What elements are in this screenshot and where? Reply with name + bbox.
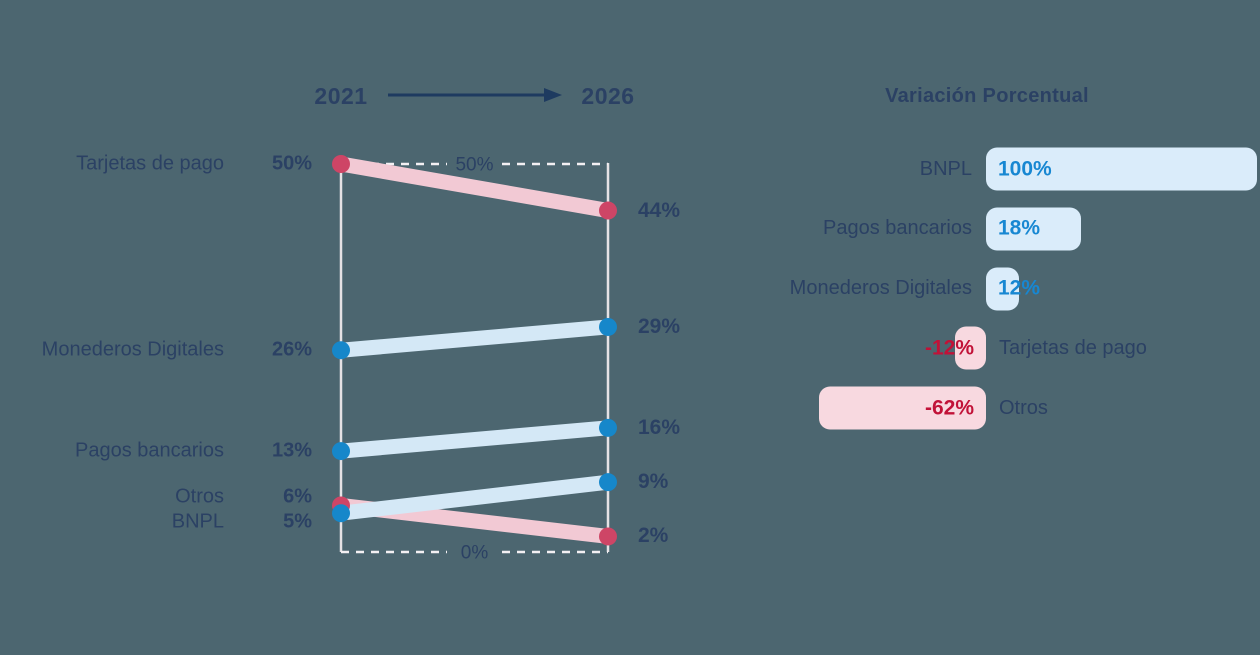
arrow-icon [388, 88, 562, 102]
category-name: Tarjetas de pago [76, 152, 224, 175]
variation-row-tarjetas-de-pago: Tarjetas de pago -12% [0, 326, 1260, 370]
variation-title: Variación Porcentual [885, 85, 1089, 107]
variation-label: Otros [999, 396, 1048, 419]
end-dot-bnpl [599, 473, 617, 492]
variation-label: Monederos Digitales [789, 277, 972, 299]
slope-line-pagos-bancarios [340, 420, 609, 459]
start-dot-bnpl [332, 504, 350, 523]
slope-line-monederos-digitales [340, 319, 609, 358]
category-row-monederos-digitales: Monederos Digitales 26% [0, 339, 312, 362]
slope-line-bnpl [340, 474, 609, 521]
end-dot-monederos-digitales [599, 317, 617, 336]
category-row-otros: Otros 6% [0, 485, 312, 508]
variation-bar-tarjetas-de-pago [955, 326, 986, 370]
variation-row-monederos-digitales: Monederos Digitales 12% [0, 267, 1260, 310]
category-name: Pagos bancarios [75, 439, 224, 462]
end-value-monederos-digitales: 29% [638, 314, 681, 338]
variation-row-otros: Otros -62% [0, 386, 1260, 430]
year-start-label: 2021 [314, 83, 368, 109]
variation-bar-monederos-digitales [986, 267, 1019, 310]
slope-line-tarjetas-de-pago [339, 156, 610, 218]
variation-label: Tarjetas de pago [999, 336, 1147, 359]
variation-row-pagos-bancarios: Pagos bancarios 18% [0, 207, 1260, 251]
end-dot-pagos-bancarios [599, 418, 617, 437]
category-start-value: 6% [283, 485, 312, 508]
gridline-label-bottom: 0% [461, 543, 489, 564]
variation-value: -62% [924, 396, 974, 419]
start-dot-pagos-bancarios [332, 442, 350, 461]
start-dot-monederos-digitales [332, 341, 350, 360]
variation-label: BNPL [919, 157, 972, 180]
end-value-bnpl: 9% [638, 470, 669, 494]
category-name: Monederos Digitales [41, 338, 224, 361]
end-value-otros: 2% [638, 524, 669, 548]
category-start-value: 13% [271, 439, 312, 462]
category-start-value: 5% [283, 510, 312, 533]
variation-bar-otros [819, 386, 986, 430]
variation-row-bnpl: BNPL 100% [0, 147, 1260, 191]
variation-label: Pagos bancarios [823, 217, 972, 240]
category-row-tarjetas-de-pago: Tarjetas de pago 50% [0, 153, 312, 176]
category-row-pagos-bancarios: Pagos bancarios 13% [0, 440, 312, 463]
variation-value: 12% [998, 276, 1041, 300]
category-name: Otros [175, 485, 224, 508]
variation-value: 100% [998, 157, 1052, 180]
start-dot-tarjetas-de-pago [332, 155, 350, 173]
category-row-bnpl: BNPL 5% [0, 510, 312, 533]
end-value-pagos-bancarios: 16% [638, 415, 681, 439]
category-start-value: 26% [271, 338, 312, 361]
year-end-label: 2026 [581, 83, 635, 109]
category-name: BNPL [171, 510, 224, 533]
variation-value: -12% [924, 336, 974, 360]
variation-bar-pagos-bancarios [986, 207, 1081, 251]
end-value-tarjetas-de-pago: 44% [638, 198, 681, 222]
gridline-label-top: 50% [455, 155, 493, 176]
variation-value: 18% [998, 216, 1041, 240]
variation-bar-bnpl [986, 147, 1257, 191]
category-start-value: 50% [271, 152, 312, 175]
end-dot-tarjetas-de-pago [599, 201, 617, 220]
end-dot-otros [599, 527, 617, 546]
